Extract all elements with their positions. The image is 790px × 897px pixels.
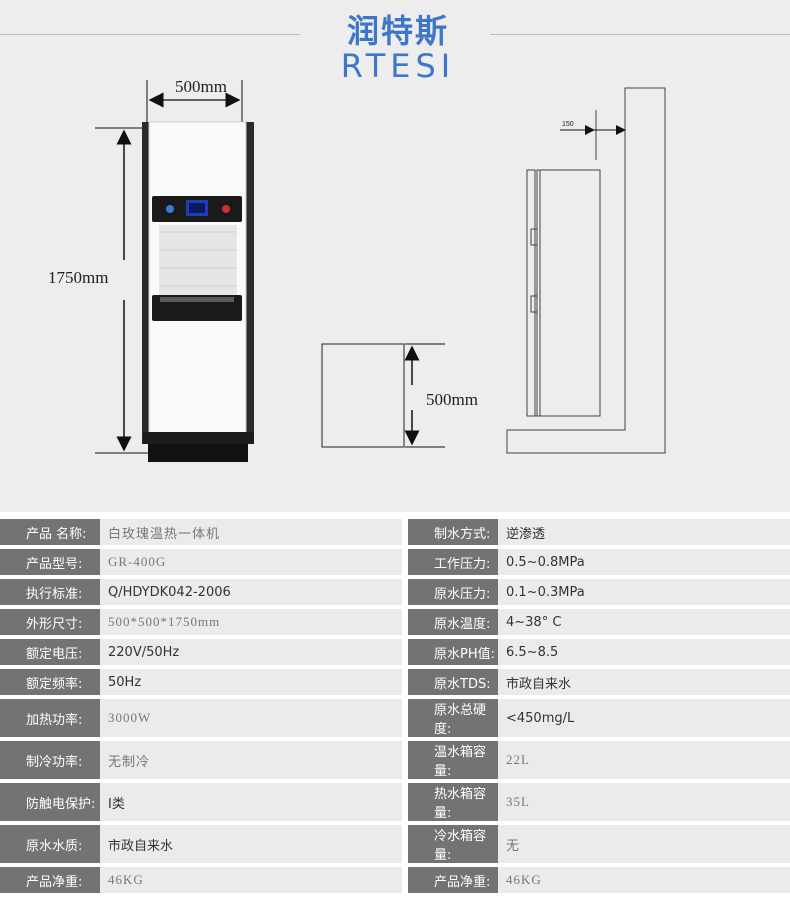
spec-label-right: 制水方式: (408, 519, 498, 545)
spec-row: 制冷功率:无制冷温水箱容量:22L (0, 741, 790, 779)
spec-label-left: 加热功率: (0, 699, 100, 737)
spec-gap (402, 783, 408, 821)
water-dispenser-side-view (506, 87, 666, 454)
spec-value-left: 46KG (100, 867, 402, 893)
spec-label-left: 制冷功率: (0, 741, 100, 779)
spec-value-right: 35L (498, 783, 790, 821)
spec-gap (402, 579, 408, 605)
spec-gap (402, 519, 408, 545)
brand-name-chinese: 润特斯 (346, 12, 449, 50)
spec-label-left: 产品型号: (0, 549, 100, 575)
spec-value-left: 市政自来水 (100, 825, 402, 863)
spec-value-right: <450mg/L (498, 699, 790, 737)
spec-value-right: 市政自来水 (498, 669, 790, 695)
spec-value-left: 50Hz (100, 669, 402, 695)
spec-value-right: 0.5~0.8MPa (498, 549, 790, 575)
spec-value-right: 46KG (498, 867, 790, 893)
spec-value-right: 0.1~0.3MPa (498, 579, 790, 605)
spec-gap (402, 669, 408, 695)
spec-value-left: 500*500*1750mm (100, 609, 402, 635)
brand-name-english: RTESI (340, 47, 456, 85)
spec-label-left: 产品 名称: (0, 519, 100, 545)
header-divider-right (490, 34, 790, 35)
spec-value-left: 220V/50Hz (100, 639, 402, 665)
spec-gap (402, 609, 408, 635)
spec-label-right: 工作压力: (408, 549, 498, 575)
spec-label-left: 执行标准: (0, 579, 100, 605)
spec-gap (402, 549, 408, 575)
spec-gap (402, 825, 408, 863)
width-dimension-label: 500mm (175, 77, 227, 96)
spec-label-right: 产品净重: (408, 867, 498, 893)
spec-value-left: GR-400G (100, 549, 402, 575)
spec-label-left: 原水水质: (0, 825, 100, 863)
spec-gap (402, 741, 408, 779)
spec-label-left: 额定频率: (0, 669, 100, 695)
spec-value-right: 22L (498, 741, 790, 779)
spec-row: 原水水质:市政自来水冷水箱容量:无 (0, 825, 790, 863)
spec-gap (402, 699, 408, 737)
spec-label-left: 外形尺寸: (0, 609, 100, 635)
spec-value-left: 无制冷 (100, 741, 402, 779)
spec-label-right: 原水总硬度: (408, 699, 498, 737)
spec-value-left: Q/HDYDK042-2006 (100, 579, 402, 605)
spec-label-left: 额定电压: (0, 639, 100, 665)
product-illustration-area (0, 0, 790, 512)
spec-label-right: 温水箱容量: (408, 741, 498, 779)
spec-value-left: I类 (100, 783, 402, 821)
spec-label-right: 原水温度: (408, 609, 498, 635)
spec-label-right: 原水PH值: (408, 639, 498, 665)
dimension-drawing (95, 80, 666, 462)
spec-gap (402, 639, 408, 665)
wall-gap-dimension-label: 150 (562, 121, 574, 128)
spec-value-right: 无 (498, 825, 790, 863)
water-dispenser-front-view (142, 121, 254, 462)
spec-label-right: 原水TDS: (408, 669, 498, 695)
spec-label-right: 热水箱容量: (408, 783, 498, 821)
spec-value-right: 6.5~8.5 (498, 639, 790, 665)
header-divider-left (0, 34, 300, 35)
spec-value-right: 4~38° C (498, 609, 790, 635)
spec-row: 防触电保护:I类热水箱容量:35L (0, 783, 790, 821)
base-height-dimension-label: 500mm (426, 390, 478, 409)
spec-value-left: 3000W (100, 699, 402, 737)
spec-value-right: 逆渗透 (498, 519, 790, 545)
spec-value-left: 白玫瑰温热一体机 (100, 519, 402, 545)
height-dimension-label: 1750mm (48, 268, 109, 287)
spec-row: 产品 名称:白玫瑰温热一体机制水方式:逆渗透 (0, 519, 790, 545)
spec-label-right: 冷水箱容量: (408, 825, 498, 863)
spec-label-left: 防触电保护: (0, 783, 100, 821)
spec-label-right: 原水压力: (408, 579, 498, 605)
spec-label-left: 产品净重: (0, 867, 100, 893)
